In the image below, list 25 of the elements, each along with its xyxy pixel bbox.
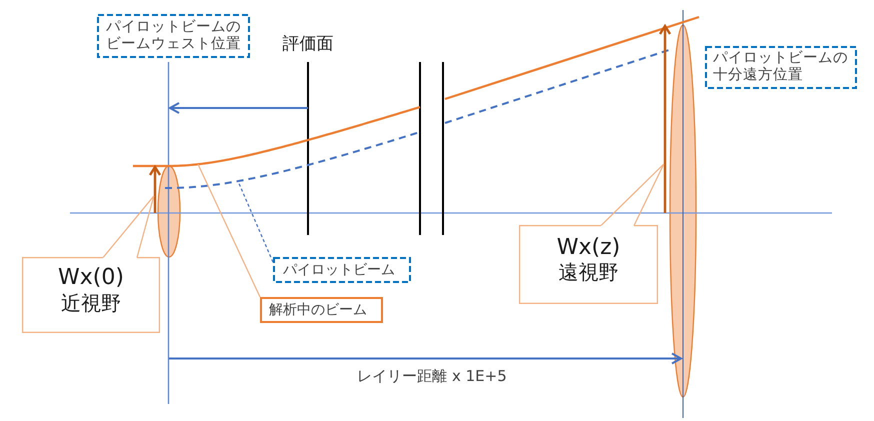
beam-spot	[157, 165, 181, 258]
callout-box	[519, 225, 658, 304]
callout-box	[22, 257, 160, 333]
leader-line	[102, 195, 154, 258]
callout-text: 遠視野	[558, 260, 618, 284]
leader-line	[197, 164, 261, 298]
callout-title: Wx(z)	[556, 235, 620, 261]
label-text: パイロットビームのビームウェスト位置	[106, 19, 242, 53]
dimension-label: レイリー距離 x 1E+5	[357, 367, 507, 386]
label-text: パイロットビームの十分遠方位置	[713, 50, 849, 84]
leader-line	[237, 180, 274, 262]
beam-spot	[669, 24, 697, 398]
beam-curve	[132, 16, 700, 168]
label-text: 解析中のビーム	[269, 302, 367, 318]
label-box	[260, 297, 383, 323]
dimension-line	[658, 24, 672, 213]
label-box	[273, 257, 411, 283]
label-text: パイロットビーム	[283, 262, 395, 278]
callout-title: Wx(0)	[58, 265, 124, 291]
callout-text: 近視野	[61, 291, 121, 315]
dimension-line	[148, 164, 162, 213]
plane-label: 評価面	[282, 34, 334, 55]
leader-line	[600, 163, 664, 226]
label-box	[705, 46, 857, 89]
label-box	[97, 14, 250, 58]
